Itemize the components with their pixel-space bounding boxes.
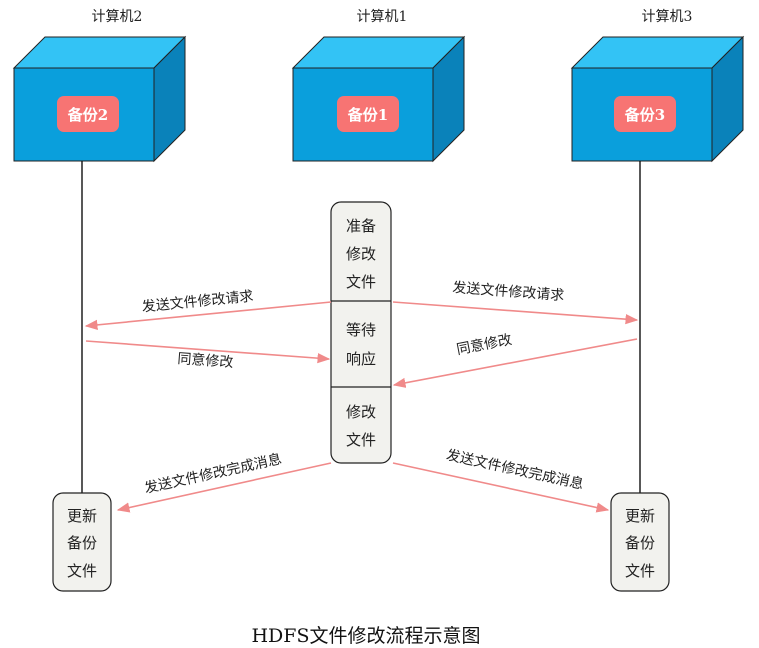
modify-step-line2: 文件 [346,431,376,449]
modify-step-line1: 修改 [346,403,376,421]
request-arrow-left [84,301,332,330]
agree-label-left: 同意修改 [177,350,234,371]
update-right-line2: 备份 [625,534,655,552]
agree-arrow-right [392,338,638,388]
done-arrow-left [116,462,332,513]
diagram-caption: HDFS文件修改流程示意图 [251,625,480,647]
request-label-right: 发送文件修改请求 [452,280,565,304]
computer3-title: 计算机3 [642,9,693,25]
backup2-label: 备份2 [67,106,108,124]
computer2-title: 计算机2 [92,9,143,25]
computer1-cube: 备份1 [291,35,466,163]
update-box-right: 更新 备份 文件 [610,492,670,592]
backup1-tag [337,96,399,132]
update-left-line2: 备份 [67,534,97,552]
update-right-line3: 文件 [625,562,655,580]
update-left-line3: 文件 [67,562,97,580]
center-process-box: 准备 修改 文件 等待 响应 修改 文件 [330,201,392,464]
done-label-right: 发送文件修改完成消息 [445,446,585,493]
backup3-tag [614,96,676,132]
update-left-line1: 更新 [67,507,97,525]
agree-arrow-left [85,340,331,364]
update-right-line1: 更新 [625,507,655,525]
agree-label-right: 同意修改 [455,331,513,358]
done-label-left: 发送文件修改完成消息 [143,450,283,497]
update-box-left: 更新 备份 文件 [52,492,112,592]
backup1-label: 备份1 [347,106,388,124]
request-arrow-right [392,301,639,325]
wait-step-line2: 响应 [346,350,376,368]
done-arrow-right [392,462,610,513]
computer1-title: 计算机1 [357,9,408,25]
prepare-step-line2: 修改 [346,245,376,263]
backup2-tag [57,96,119,132]
backup3-label: 备份3 [624,106,665,124]
computer2-cube: 备份2 [12,35,187,163]
prepare-step-line3: 文件 [346,273,376,291]
computer3-cube: 备份3 [570,35,745,163]
prepare-step-line1: 准备 [346,217,376,235]
wait-step-line1: 等待 [346,321,376,339]
